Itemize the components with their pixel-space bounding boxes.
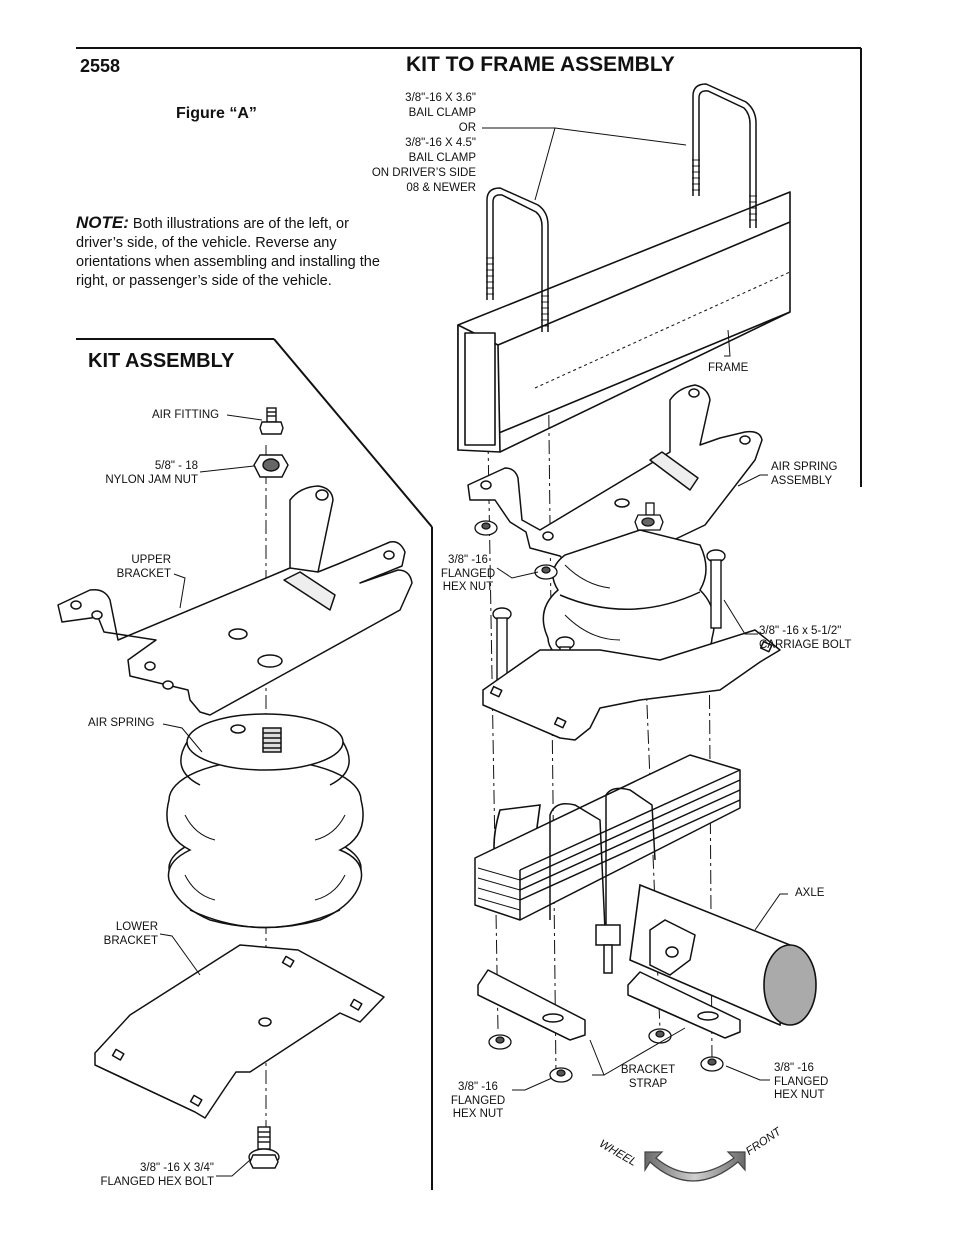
- label-fhn-c1: 3/8" -16: [774, 1062, 814, 1074]
- label-upper-bracket: UPPER BRACKET: [100, 554, 171, 581]
- nylon-jam-nut-icon: [253, 454, 289, 478]
- label-bolt-type: FLANGED HEX BOLT: [100, 1175, 214, 1188]
- label-fhn-a3: HEX NUT: [442, 581, 494, 593]
- frame-rail-icon: [457, 191, 791, 453]
- label-fhn-c3: HEX NUT: [774, 1089, 825, 1101]
- bracket-straps-icon: [477, 969, 741, 1041]
- label-lower-bracket: LOWER BRACKET: [90, 921, 158, 948]
- label-clamp-line-6: ON DRIVER’S SIDE: [371, 167, 476, 179]
- label-strap-2: STRAP: [628, 1077, 668, 1090]
- label-flanged-hex-bolt: 3/8" -16 X 3/4" FLANGED HEX BOLT: [86, 1162, 214, 1189]
- figure-label: Figure “A”: [176, 105, 257, 122]
- page-border: [76, 47, 862, 487]
- note-block: NOTE: Both illustrations are of the left…: [76, 213, 386, 291]
- frame-leader-lines: [482, 127, 788, 1091]
- label-asa-1: AIR SPRING: [771, 461, 838, 473]
- direction-arrow-icon: [644, 1151, 746, 1182]
- label-fhn-c2: FLANGED: [774, 1075, 829, 1088]
- label-jam-nut-type: NYLON JAM NUT: [105, 473, 198, 486]
- label-fhn-b2: FLANGED: [450, 1094, 506, 1107]
- label-clamp-line-7: 08 & NEWER: [406, 182, 476, 194]
- label-flanged-hex-nut-lower-right: 3/8" -16 FLANGED HEX NUT: [774, 1062, 828, 1103]
- label-clamp-line-1: 3/8"-16 X 3.6": [405, 92, 476, 104]
- label-air-spring: AIR SPRING: [88, 717, 155, 729]
- kit-leader-lines: [159, 414, 263, 1177]
- label-flanged-hex-nut-lower-left: 3/8" -16 FLANGED HEX NUT: [440, 1081, 516, 1122]
- label-bracket-strap: BRACKET STRAP: [610, 1064, 686, 1091]
- label-clamp-line-2: BAIL CLAMP: [408, 107, 476, 119]
- kit-assembly-title: KIT ASSEMBLY: [88, 350, 235, 372]
- lower-bracket-icon: [94, 944, 385, 1119]
- air-fitting-icon: [259, 407, 284, 435]
- leaf-spring-icon: [474, 754, 741, 921]
- air-spring-icon: [166, 713, 364, 929]
- u-bolt-strap-icon: [549, 787, 696, 976]
- label-upper-bracket-1: UPPER: [131, 554, 171, 566]
- label-jam-nut-size: 5/8" - 18: [154, 460, 198, 472]
- upper-bracket-icon: [57, 485, 413, 716]
- label-strap-1: BRACKET: [620, 1064, 676, 1076]
- label-carriage-2: CARRIAGE BOLT: [759, 638, 852, 651]
- frame-upper-bracket-icon: [467, 384, 763, 581]
- label-fhn-a1: 3/8" -16: [448, 554, 488, 566]
- label-bail-clamp: 3/8"-16 X 3.6" BAIL CLAMP OR 3/8"-16 X 4…: [340, 91, 476, 196]
- label-clamp-line-3: OR: [458, 122, 476, 134]
- flanged-hex-nuts-icon: [474, 520, 724, 1083]
- label-asa-2: ASSEMBLY: [771, 474, 833, 487]
- label-lower-bracket-2: BRACKET: [103, 934, 158, 947]
- part-number: 2558: [80, 56, 121, 76]
- label-bolt-size: 3/8" -16 X 3/4": [139, 1162, 214, 1174]
- label-upper-bracket-2: BRACKET: [116, 567, 171, 580]
- kit-assembly-panel-border: [76, 338, 433, 1190]
- frame-lower-bracket-icon: [482, 629, 781, 741]
- label-axle: AXLE: [795, 887, 825, 899]
- label-flanged-hex-nut-upper: 3/8" -16 FLANGED HEX NUT: [430, 554, 506, 595]
- page-title: KIT TO FRAME ASSEMBLY: [406, 53, 675, 76]
- label-carriage-1: 3/8" -16 x 5-1/2": [759, 625, 842, 637]
- label-jam-nut: 5/8" - 18 NYLON JAM NUT: [96, 460, 198, 487]
- bail-clamp-icon: [486, 83, 757, 332]
- label-fhn-b3: HEX NUT: [452, 1108, 504, 1120]
- label-air-spring-assembly: AIR SPRING ASSEMBLY: [771, 461, 837, 488]
- label-clamp-line-5: BAIL CLAMP: [408, 152, 476, 164]
- label-carriage-bolt: 3/8" -16 x 5-1/2" CARRIAGE BOLT: [759, 625, 851, 652]
- note-label: NOTE:: [76, 213, 129, 232]
- label-lower-bracket-1: LOWER: [115, 921, 158, 933]
- note-text: Both illustrations are of the left, or d…: [76, 216, 380, 289]
- flanged-hex-bolt-icon: [248, 1126, 280, 1169]
- label-fhn-a2: FLANGED: [440, 567, 496, 580]
- label-clamp-line-4: 3/8"-16 X 4.5": [405, 137, 476, 149]
- label-air-fitting: AIR FITTING: [152, 409, 220, 421]
- frame-air-fitting-icon: [634, 502, 664, 531]
- label-fhn-b1: 3/8" -16: [458, 1081, 498, 1093]
- label-frame: FRAME: [708, 362, 749, 374]
